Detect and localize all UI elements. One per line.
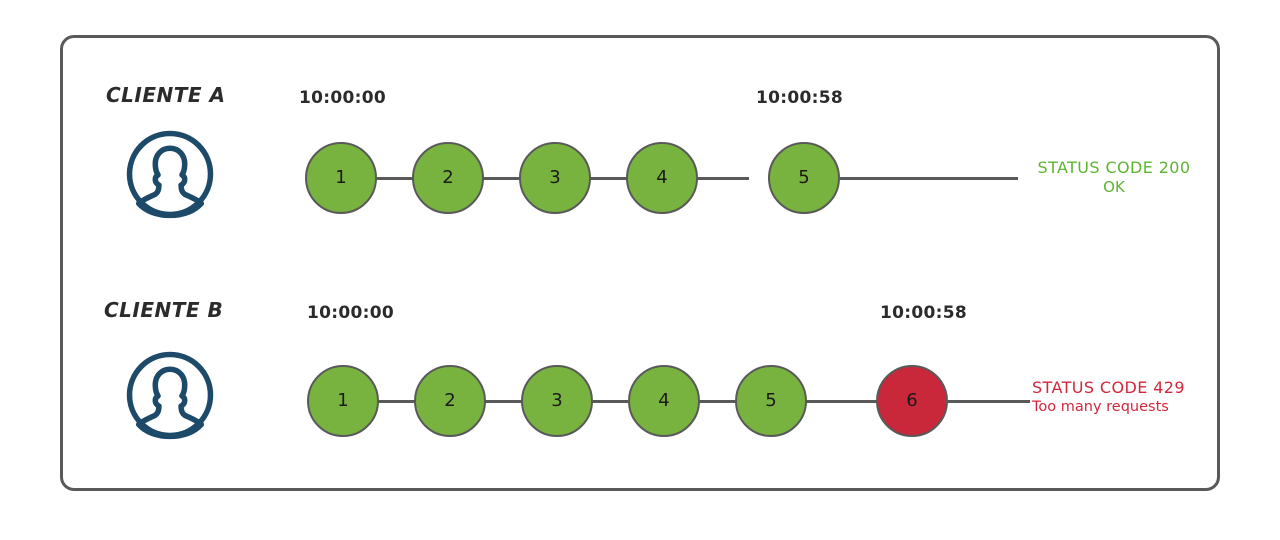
link-b-2-3: [485, 400, 537, 403]
end-timestamp-b: 10:00:58: [880, 303, 967, 323]
request-node-label: 3: [549, 167, 561, 188]
link-b-1-2: [378, 400, 430, 403]
request-node-a-2[interactable]: 2: [412, 142, 484, 214]
status-badge-a: STATUS CODE 200 OK: [1028, 158, 1200, 197]
start-timestamp-a: 10:00:00: [299, 88, 386, 108]
start-timestamp-b: 10:00:00: [307, 303, 394, 323]
end-timestamp-a: 10:00:58: [756, 88, 843, 108]
client-label-a: CLIENTE A: [106, 83, 226, 107]
request-node-b-1[interactable]: 1: [307, 365, 379, 437]
user-avatar-icon: [124, 349, 216, 441]
request-node-label: 6: [906, 390, 918, 411]
request-node-b-4[interactable]: 4: [628, 365, 700, 437]
request-node-a-4[interactable]: 4: [626, 142, 698, 214]
user-avatar-icon: [124, 128, 216, 220]
link-b-3-4: [592, 400, 644, 403]
link-a-1-2: [376, 177, 428, 180]
link-b-6-status: [948, 400, 1030, 403]
link-a-3-4: [590, 177, 642, 180]
status-code-line-a: STATUS CODE 200: [1037, 158, 1191, 177]
status-message-line-b: Too many requests: [1032, 399, 1169, 415]
status-badge-b: STATUS CODE 429 Too many requests: [1032, 378, 1232, 416]
request-node-label: 2: [442, 167, 454, 188]
request-node-label: 1: [335, 167, 347, 188]
request-node-b-6[interactable]: 6: [876, 365, 948, 437]
request-node-label: 5: [798, 167, 810, 188]
status-message-line-a: OK: [1103, 178, 1125, 196]
link-a-4-5: [697, 177, 749, 180]
request-node-a-1[interactable]: 1: [305, 142, 377, 214]
request-node-label: 5: [765, 390, 777, 411]
link-a-5-status: [840, 177, 1018, 180]
link-b-4-5: [699, 400, 751, 403]
request-node-label: 3: [551, 390, 563, 411]
request-node-a-3[interactable]: 3: [519, 142, 591, 214]
request-node-a-5[interactable]: 5: [768, 142, 840, 214]
request-node-label: 4: [656, 167, 668, 188]
request-node-b-2[interactable]: 2: [414, 365, 486, 437]
request-node-label: 4: [658, 390, 670, 411]
request-node-b-5[interactable]: 5: [735, 365, 807, 437]
link-b-5-6: [806, 400, 884, 403]
request-node-label: 1: [337, 390, 349, 411]
status-code-line-b: STATUS CODE 429: [1032, 378, 1185, 397]
request-node-b-3[interactable]: 3: [521, 365, 593, 437]
request-node-label: 2: [444, 390, 456, 411]
link-a-2-3: [483, 177, 535, 180]
client-label-b: CLIENTE B: [104, 298, 224, 322]
